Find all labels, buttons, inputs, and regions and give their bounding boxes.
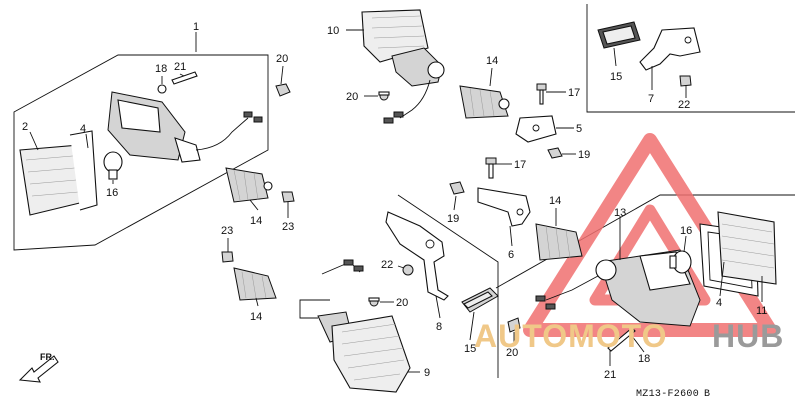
callout-23-low: 23 bbox=[221, 225, 233, 237]
callout-4-left: 4 bbox=[80, 123, 86, 135]
part-nut-22-center bbox=[402, 264, 414, 276]
part-nut-19-mid bbox=[449, 181, 465, 195]
callout-16-left: 16 bbox=[106, 187, 118, 199]
callout-16-right: 16 bbox=[680, 225, 692, 237]
part-signal-9 bbox=[299, 259, 411, 393]
drawing-code-text: MZ13-F2600 bbox=[636, 389, 699, 400]
part-nut-23-low bbox=[221, 251, 234, 263]
front-direction-label: FR. bbox=[40, 352, 55, 362]
drawing-code: MZ13-F2600 B bbox=[636, 389, 710, 400]
part-boot-14-low bbox=[233, 267, 277, 301]
callout-17-top: 17 bbox=[568, 87, 580, 99]
part-nut-19-top bbox=[547, 147, 563, 159]
watermark-text: AUTOMOTO HUB bbox=[474, 318, 784, 354]
callout-18-right: 18 bbox=[638, 353, 650, 365]
callout-22-inset: 22 bbox=[678, 99, 690, 111]
callout-13: 13 bbox=[614, 207, 626, 219]
front-direction-arrow: FR. bbox=[18, 352, 59, 383]
callout-21-left: 21 bbox=[174, 61, 186, 73]
callout-14-mid: 14 bbox=[250, 215, 262, 227]
callout-14-top: 14 bbox=[486, 55, 498, 67]
callout-20-center: 20 bbox=[346, 91, 358, 103]
callout-20-right: 20 bbox=[506, 347, 518, 359]
part-nut-22-inset bbox=[679, 75, 692, 87]
part-nut-20-left bbox=[275, 83, 291, 97]
callout-7: 7 bbox=[648, 93, 654, 105]
watermark-text-automoto: AUTOMOTO bbox=[474, 318, 667, 354]
callout-9: 9 bbox=[424, 367, 430, 379]
callout-10: 10 bbox=[327, 25, 339, 37]
callout-20-left: 20 bbox=[276, 53, 288, 65]
part-lens-15-inset bbox=[597, 21, 641, 49]
callout-6: 6 bbox=[508, 249, 514, 261]
part-bolt-20-center bbox=[378, 91, 390, 101]
callout-17-mid: 17 bbox=[514, 159, 526, 171]
part-bracket-7 bbox=[639, 27, 701, 71]
leader-lines bbox=[29, 29, 763, 373]
part-bulb-right bbox=[669, 250, 692, 274]
part-boot-14-right bbox=[535, 223, 583, 261]
part-lens-11 bbox=[717, 211, 777, 285]
part-bracket-6 bbox=[477, 187, 531, 227]
callout-1: 1 bbox=[193, 21, 199, 33]
callout-21-right: 21 bbox=[604, 369, 616, 381]
callout-14-low: 14 bbox=[250, 311, 262, 323]
callout-20-lower: 20 bbox=[396, 297, 408, 309]
drawing-code-suffix: B bbox=[704, 389, 710, 400]
callout-labels: 1 2 4 16 18 21 20 14 23 23 14 10 20 14 1… bbox=[22, 21, 767, 381]
callout-15-center: 15 bbox=[464, 343, 476, 355]
callout-8: 8 bbox=[436, 321, 442, 333]
part-bolt-20-lower bbox=[368, 297, 380, 307]
part-rear-signal-10 bbox=[361, 9, 445, 124]
part-bracket-8 bbox=[385, 211, 449, 301]
callout-4-right: 4 bbox=[716, 297, 722, 309]
part-screw-17-mid bbox=[485, 157, 497, 179]
watermark-text-hub: HUB bbox=[712, 318, 784, 354]
callout-19-mid: 19 bbox=[447, 213, 459, 225]
callout-22-center: 22 bbox=[381, 259, 393, 271]
callout-14-right: 14 bbox=[549, 195, 561, 207]
part-lens-left bbox=[19, 130, 98, 216]
callout-2: 2 bbox=[22, 121, 28, 133]
part-housing-left bbox=[107, 91, 263, 163]
part-boot-14-mid bbox=[225, 167, 273, 203]
part-washer-18-left bbox=[157, 84, 167, 94]
callout-11: 11 bbox=[756, 305, 767, 317]
callout-19-top: 19 bbox=[578, 149, 590, 161]
part-screw-21-left bbox=[171, 71, 198, 85]
part-nut-20-right bbox=[507, 317, 521, 333]
part-bulb-left bbox=[103, 151, 123, 180]
part-screw-17-top bbox=[536, 83, 547, 105]
part-bracket-5 bbox=[515, 115, 557, 143]
part-boot-14-top bbox=[459, 85, 510, 119]
part-lens-15-center bbox=[461, 287, 499, 313]
callout-23-mid: 23 bbox=[282, 221, 294, 233]
callout-15-inset: 15 bbox=[610, 71, 622, 83]
callout-18-left: 18 bbox=[155, 63, 167, 75]
part-nut-23-mid bbox=[281, 191, 295, 203]
callout-5: 5 bbox=[576, 123, 582, 135]
